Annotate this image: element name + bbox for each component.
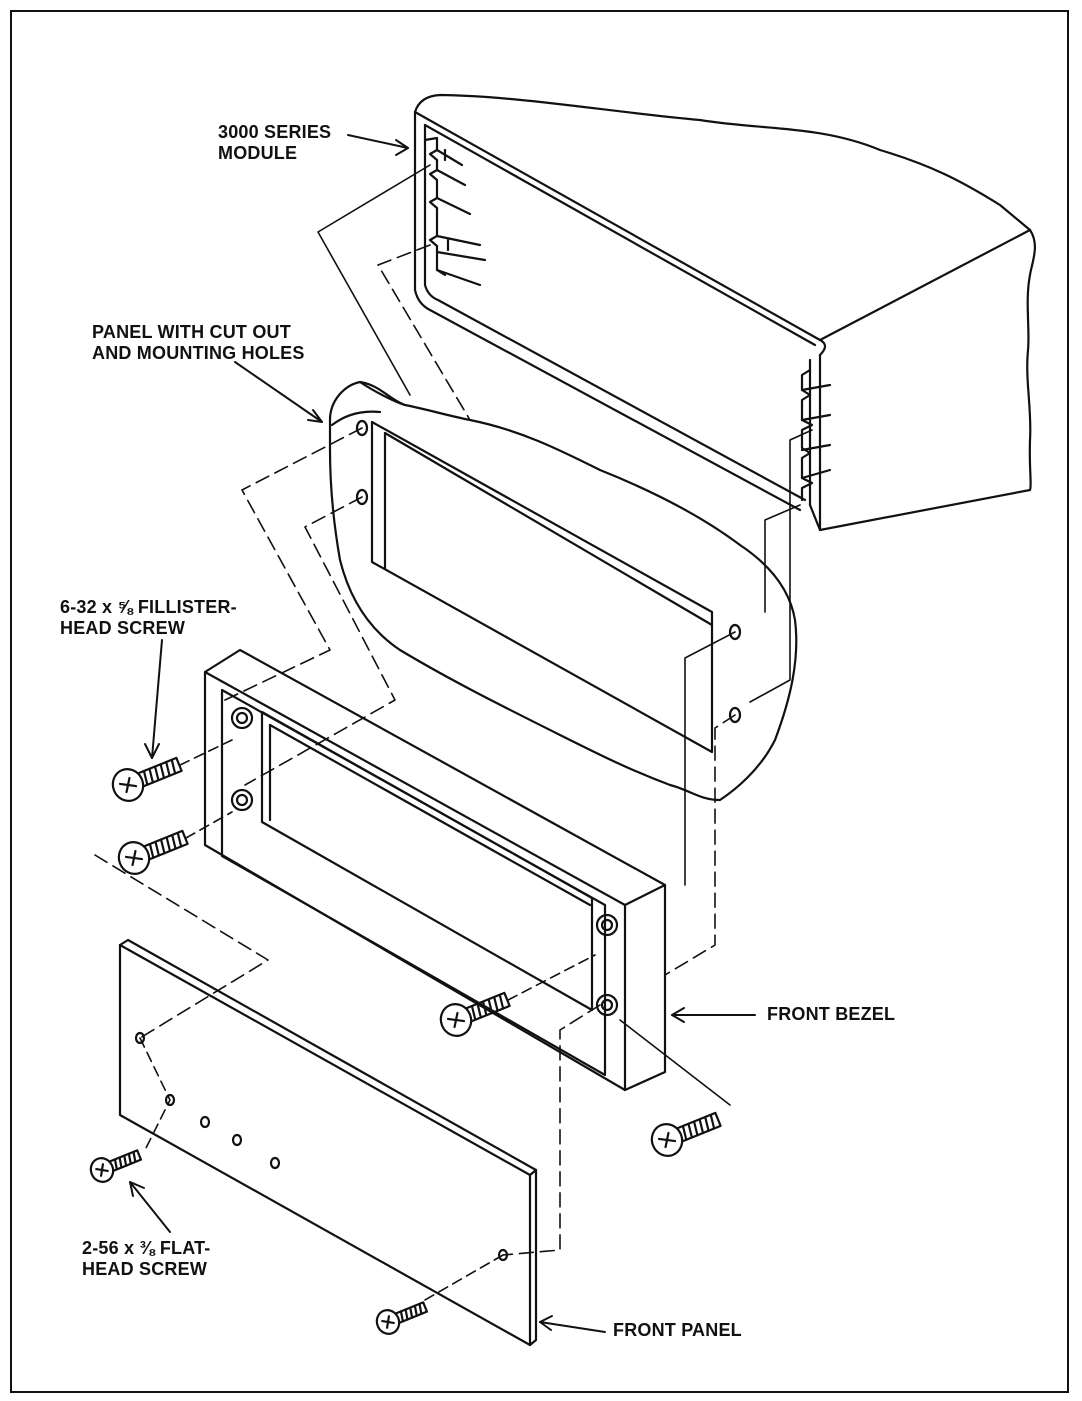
label-front-panel: FRONT PANEL [613,1320,742,1340]
fillister-screw-2 [117,829,189,875]
flathead-screw-1 [89,1149,143,1183]
fillister-screw-1 [111,756,183,802]
label-front-bezel: FRONT BEZEL [767,1004,896,1024]
front-bezel [203,648,667,1092]
fillister-screw-3 [439,991,511,1037]
leader-arrows [129,134,756,1333]
label-fillister-screw: 6-32 x ⅝ FILLISTER- HEAD SCREW [60,597,237,638]
label-module: 3000 SERIES MODULE [218,122,332,163]
mounting-panel [328,380,798,802]
module-housing [413,93,1037,532]
fillister-screw-4 [650,1111,722,1157]
label-panel: PANEL WITH CUT OUT AND MOUNTING HOLES [92,322,305,363]
label-flathead-screw: 2-56 x ⅜ FLAT- HEAD SCREW [82,1238,211,1279]
flathead-screw-2 [375,1301,429,1335]
figure-border [10,10,1069,1393]
assembly-lines [94,164,813,1301]
front-panel [118,938,538,1347]
